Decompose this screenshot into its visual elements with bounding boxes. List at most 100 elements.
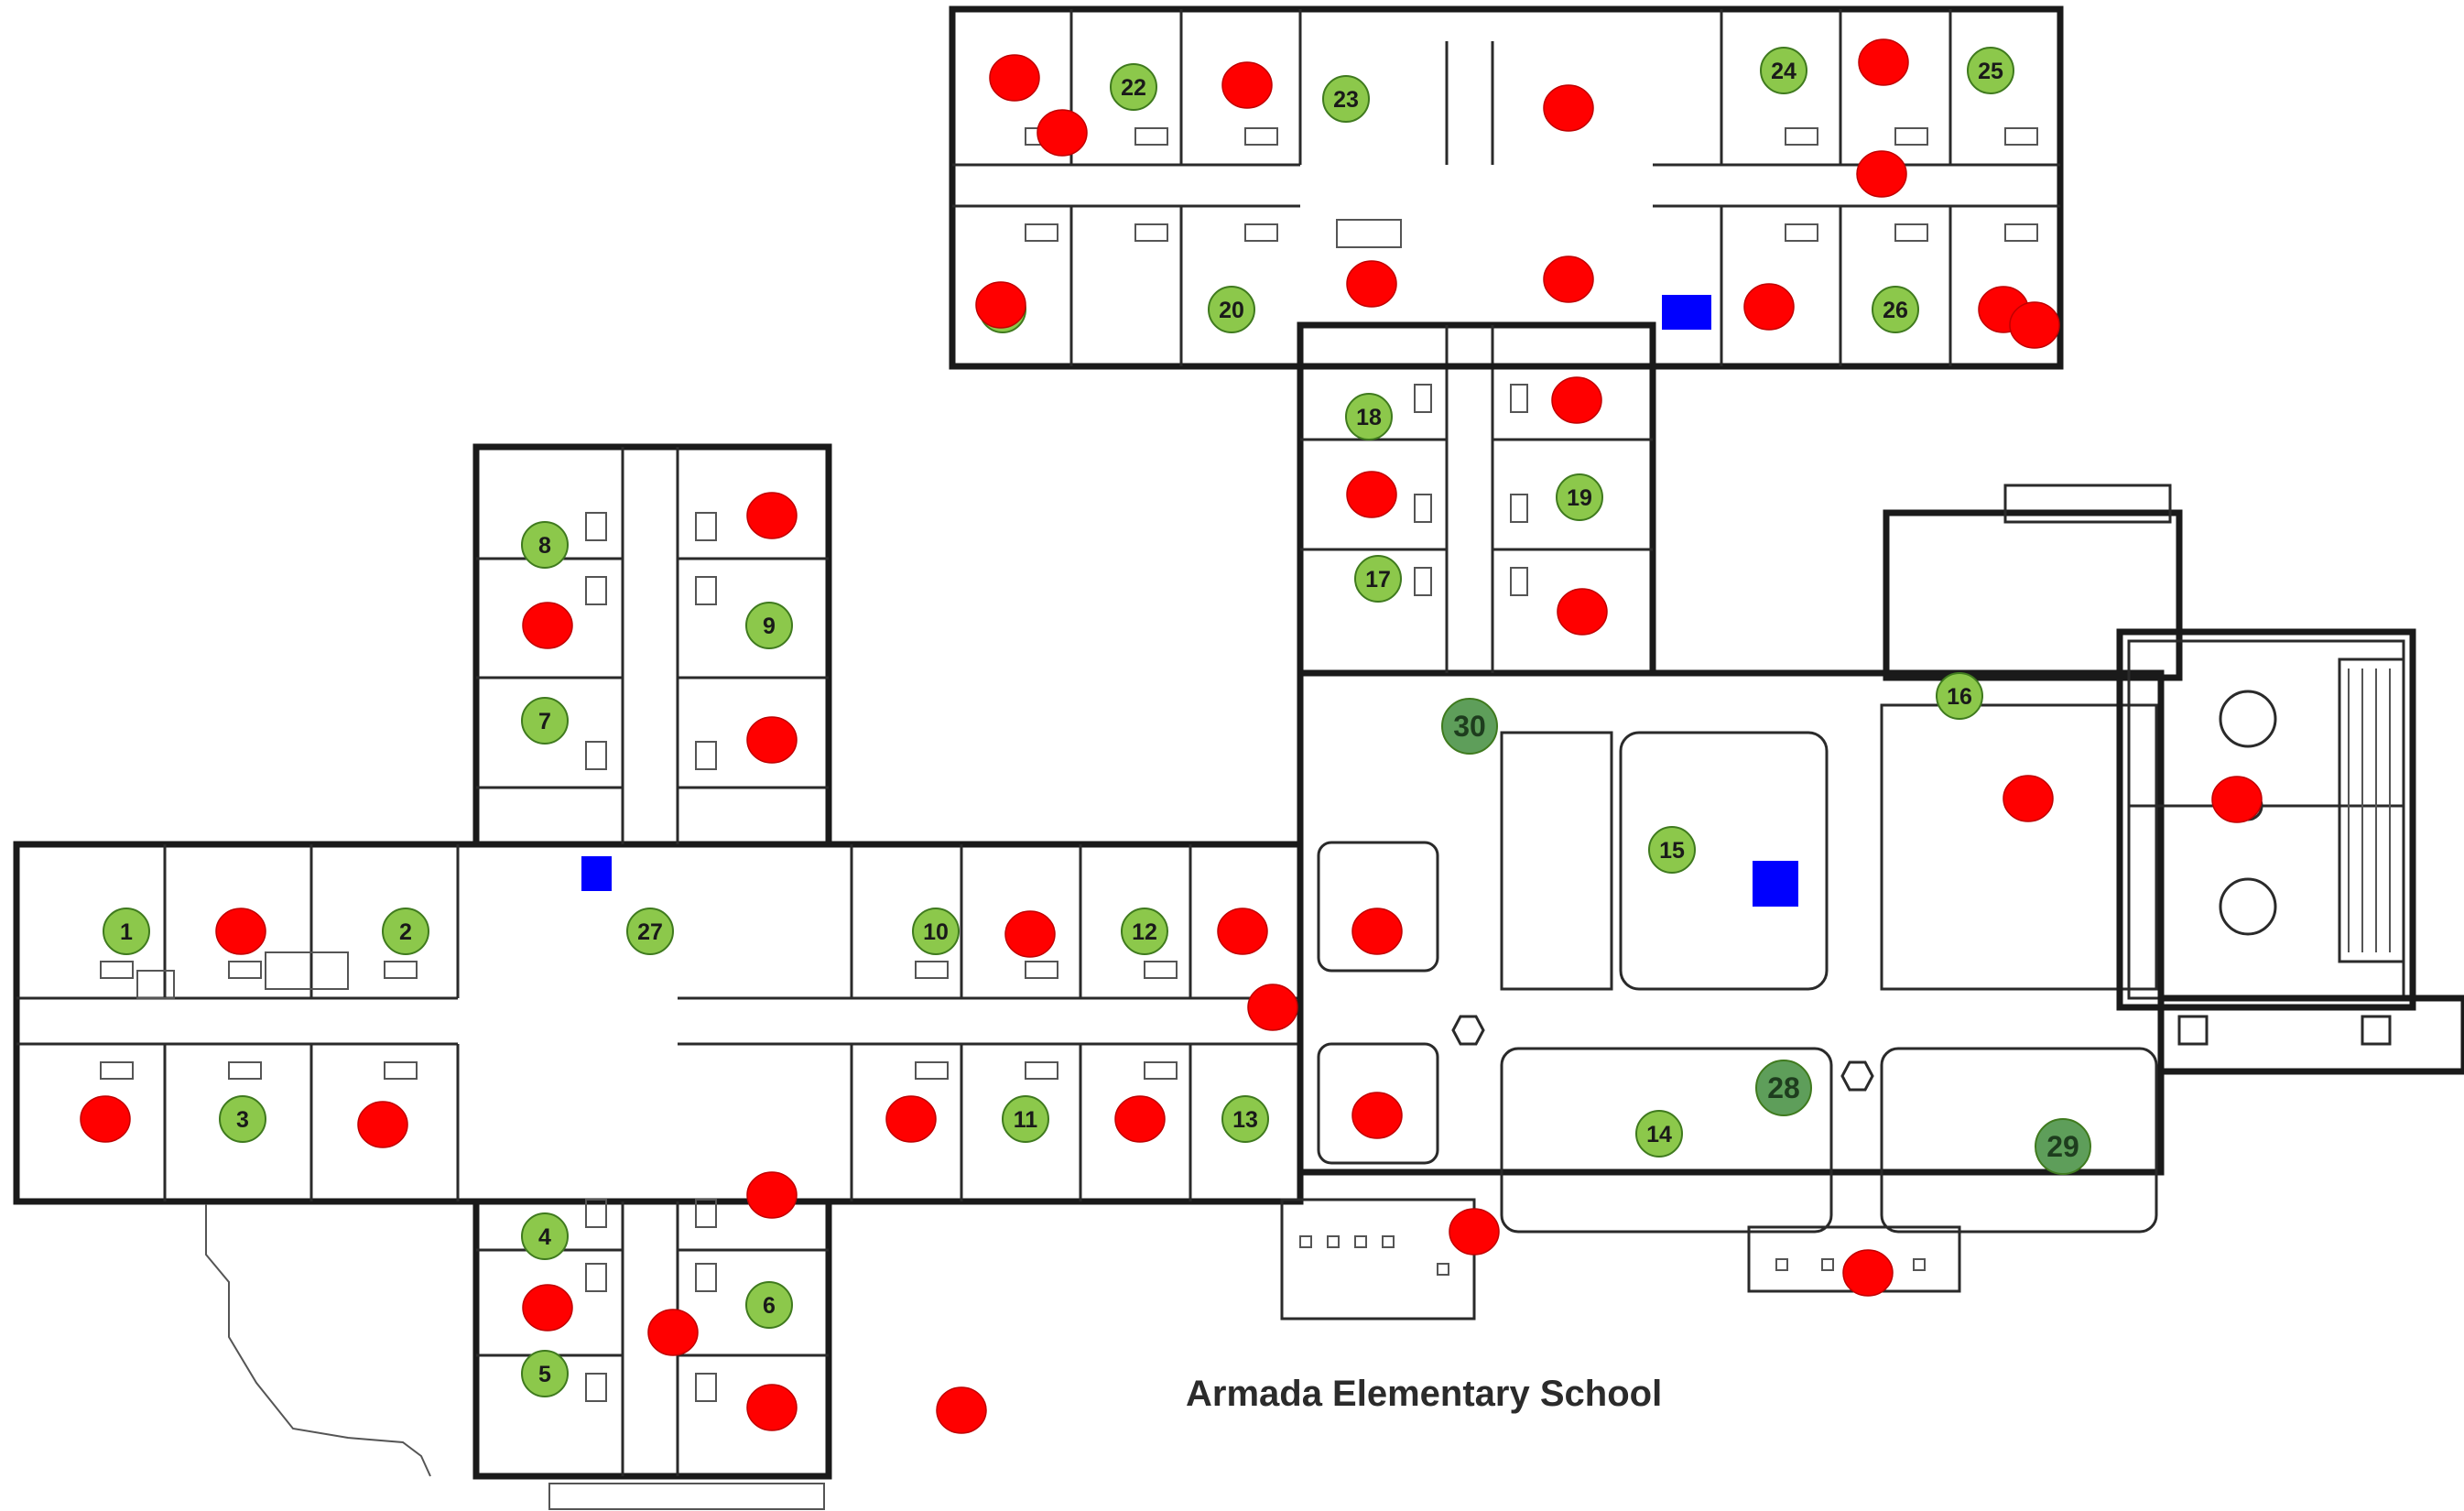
red-marker <box>885 1095 937 1143</box>
red-marker <box>1842 1249 1894 1297</box>
room-marker-label: 5 <box>538 1362 551 1387</box>
room-marker-label: 28 <box>1767 1071 1800 1104</box>
room-marker-label: 27 <box>637 919 663 945</box>
room-marker-6: 6 <box>745 1281 793 1329</box>
red-marker <box>1217 908 1268 955</box>
red-marker <box>746 716 798 764</box>
red-marker <box>1543 255 1594 303</box>
room-marker-22: 22 <box>1110 63 1157 111</box>
room-marker-2: 2 <box>382 908 429 955</box>
room-marker-4: 4 <box>521 1212 569 1260</box>
room-marker-8: 8 <box>521 521 569 569</box>
room-marker-27: 27 <box>626 908 674 955</box>
room-marker-label: 29 <box>2046 1130 2079 1163</box>
red-marker <box>1743 283 1795 331</box>
red-marker <box>1858 38 1909 86</box>
northwest-wing-outline <box>472 443 832 848</box>
room-marker-9: 9 <box>745 602 793 649</box>
room-marker-label: 6 <box>763 1293 776 1319</box>
room-marker-label: 1 <box>120 919 133 945</box>
building-walls <box>13 5 2464 1510</box>
plan-title: Armada Elementary School <box>1186 1374 1662 1414</box>
room-marker-16: 16 <box>1936 672 1983 720</box>
room-marker-label: 20 <box>1219 298 1244 323</box>
room-marker-1: 1 <box>103 908 150 955</box>
red-marker <box>1551 376 1602 424</box>
west-wing-outline <box>13 841 1304 1205</box>
red-marker <box>1543 84 1594 132</box>
red-marker <box>1351 1092 1403 1139</box>
red-marker <box>975 281 1026 329</box>
room-marker-label: 25 <box>1978 59 2003 84</box>
room-marker-24: 24 <box>1760 47 1807 94</box>
gymnasium <box>2116 628 2416 1011</box>
north-bar-outline <box>949 5 2064 370</box>
room-marker-label: 8 <box>538 533 551 559</box>
north-stem-outline <box>1297 321 1656 677</box>
red-marker <box>746 1171 798 1219</box>
room-marker-7: 7 <box>521 697 569 745</box>
red-marker <box>746 492 798 539</box>
room-marker-label: 24 <box>1771 59 1796 84</box>
room-marker-label: 11 <box>1014 1107 1038 1133</box>
room-marker-label: 3 <box>236 1107 249 1133</box>
room-marker-label: 23 <box>1333 87 1359 113</box>
red-marker <box>357 1101 408 1148</box>
red-marker <box>989 54 1040 102</box>
red-marker <box>1557 588 1608 636</box>
red-marker <box>746 1384 798 1431</box>
room-marker-label: 16 <box>1947 684 1972 710</box>
room-marker-label: 14 <box>1646 1122 1672 1147</box>
room-marker-label: 4 <box>538 1224 551 1250</box>
red-marker <box>80 1095 131 1143</box>
room-marker-label: 26 <box>1883 298 1908 323</box>
room-marker-label: 7 <box>538 709 551 734</box>
blue-marker <box>1753 861 1798 907</box>
room-marker-25: 25 <box>1967 47 2014 94</box>
room-marker-11: 11 <box>1002 1095 1049 1143</box>
red-marker <box>1346 471 1397 518</box>
room-marker-20: 20 <box>1208 286 1255 333</box>
red-marker <box>522 1284 573 1332</box>
markers-layer: 1234567891011121314151617181920212223242… <box>80 38 2263 1434</box>
red-marker <box>1351 908 1403 955</box>
red-marker <box>647 1309 699 1356</box>
room-marker-label: 9 <box>763 614 776 639</box>
room-marker-label: 12 <box>1132 919 1157 945</box>
room-marker-30: 30 <box>1441 698 1498 755</box>
room-marker-19: 19 <box>1556 473 1603 521</box>
room-marker-3: 3 <box>219 1095 266 1143</box>
red-marker <box>1247 984 1298 1031</box>
room-marker-15: 15 <box>1648 826 1696 874</box>
red-marker <box>215 908 266 955</box>
room-marker-29: 29 <box>2035 1118 2091 1175</box>
room-marker-label: 30 <box>1453 710 1486 743</box>
room-marker-28: 28 <box>1755 1060 1812 1116</box>
room-marker-label: 17 <box>1365 567 1391 592</box>
blue-marker <box>1662 295 1711 330</box>
south-wing-outline <box>472 1198 832 1480</box>
room-marker-label: 10 <box>923 919 949 945</box>
room-marker-label: 18 <box>1356 405 1382 430</box>
room-marker-13: 13 <box>1221 1095 1269 1143</box>
red-marker <box>1004 910 1056 958</box>
red-marker <box>1037 109 1088 157</box>
room-marker-12: 12 <box>1121 908 1168 955</box>
central-block-outline <box>1297 669 2165 1176</box>
room-marker-17: 17 <box>1354 555 1402 603</box>
room-marker-26: 26 <box>1872 286 1919 333</box>
room-marker-14: 14 <box>1635 1110 1683 1158</box>
red-marker <box>936 1386 987 1434</box>
red-marker <box>1449 1208 1500 1256</box>
red-marker <box>1114 1095 1166 1143</box>
room-marker-5: 5 <box>521 1350 569 1397</box>
east-upper-rooms <box>1883 509 2183 681</box>
room-marker-label: 15 <box>1659 838 1685 864</box>
room-marker-label: 19 <box>1567 485 1592 511</box>
room-marker-18: 18 <box>1345 393 1393 440</box>
room-marker-label: 2 <box>399 919 412 945</box>
red-marker <box>1346 260 1397 308</box>
room-marker-23: 23 <box>1322 75 1370 123</box>
room-marker-label: 22 <box>1121 75 1146 101</box>
